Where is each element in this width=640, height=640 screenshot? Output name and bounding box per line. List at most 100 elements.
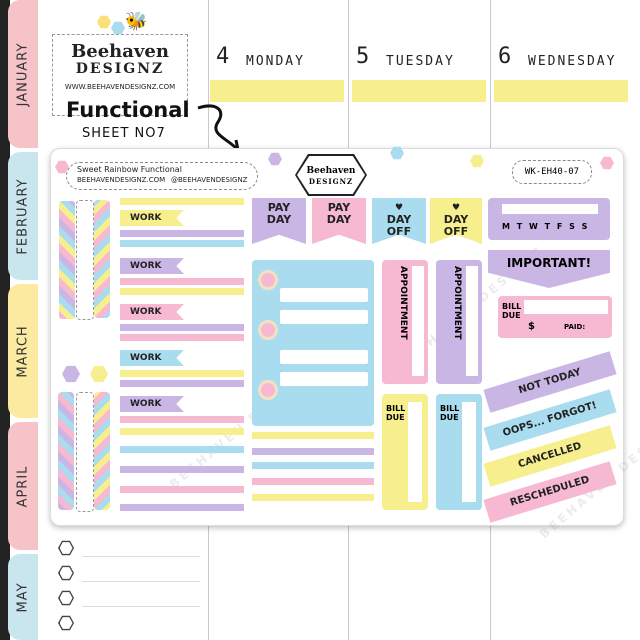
- write-in-box[interactable]: [466, 266, 478, 376]
- hexagon-sticker[interactable]: [90, 365, 108, 383]
- stripe-blue[interactable]: [120, 240, 244, 247]
- appointment-label: APPOINTMENT: [398, 266, 408, 340]
- blank-strip[interactable]: [76, 392, 94, 512]
- stripe-yellow[interactable]: [120, 198, 244, 205]
- tab-binding: [0, 0, 10, 640]
- tab-march[interactable]: MARCH: [8, 284, 38, 418]
- tab-april[interactable]: APRIL: [8, 422, 38, 550]
- stripe-purple[interactable]: [120, 504, 244, 511]
- hexagon-icon: [268, 152, 282, 166]
- hexagon-icon: [470, 154, 484, 168]
- work-flag[interactable]: WORK: [120, 210, 184, 226]
- stripe-yellow[interactable]: [120, 288, 244, 295]
- stripe-blue[interactable]: [120, 446, 244, 453]
- stripe-pink[interactable]: [120, 334, 244, 341]
- product-title: Functional: [66, 98, 190, 122]
- donut-icon: [258, 270, 278, 290]
- tab-january[interactable]: JANUARY: [8, 0, 38, 148]
- stripe-purple[interactable]: [120, 324, 244, 331]
- hexagon-sticker[interactable]: [90, 330, 108, 348]
- week-tracker-sticker[interactable]: M T W T F S S: [488, 198, 610, 240]
- stripe-purple[interactable]: [252, 448, 374, 455]
- stripe-yellow[interactable]: [252, 432, 374, 439]
- blank-strip[interactable]: [76, 200, 94, 320]
- stripe-yellow[interactable]: [120, 370, 244, 377]
- work-flag[interactable]: WORK: [120, 396, 184, 412]
- donut-icon: [258, 320, 278, 340]
- logo-line-2: DESIGNZ: [75, 61, 165, 77]
- paid-label: PAID:: [564, 323, 586, 331]
- stripe-blue[interactable]: [252, 462, 374, 469]
- day-number: 4: [216, 44, 230, 69]
- stripe-pink[interactable]: [120, 416, 244, 423]
- checkbox-hex[interactable]: [58, 565, 74, 581]
- checklist: [58, 540, 74, 640]
- banner-line: PAY: [267, 201, 291, 214]
- checkbox-hex[interactable]: [58, 540, 74, 556]
- sheet-logo-line-1: Beehaven: [306, 166, 356, 176]
- donut-box-sticker[interactable]: [252, 260, 374, 426]
- stripe-yellow[interactable]: [120, 428, 244, 435]
- tab-label: MAY: [15, 581, 31, 613]
- pattern-strip[interactable]: [94, 200, 110, 318]
- write-in-box[interactable]: [408, 402, 422, 502]
- hexagon-sticker[interactable]: [62, 365, 80, 383]
- day-band: [210, 80, 344, 102]
- hexagon-icon: [55, 160, 69, 174]
- write-in-box[interactable]: [280, 372, 368, 386]
- hexagon-icon: [111, 21, 125, 35]
- stripe-purple[interactable]: [120, 380, 244, 387]
- hexagon-icon: [97, 15, 111, 29]
- dollar-sign: $: [528, 321, 535, 332]
- stripe-purple[interactable]: [120, 230, 244, 237]
- write-in-box[interactable]: [462, 402, 476, 502]
- day-number: 6: [498, 44, 512, 69]
- banner-line: DAY: [266, 213, 292, 226]
- write-in-box[interactable]: [280, 350, 368, 364]
- sheet-label: Sweet Rainbow Functional BEEHAVENDESIGNZ…: [66, 162, 258, 190]
- tab-label: FEBRUARY: [15, 177, 31, 255]
- bee-icon: 🐝: [125, 11, 148, 32]
- appointment-sticker[interactable]: APPOINTMENT: [436, 260, 482, 384]
- checkbox-hex[interactable]: [58, 590, 74, 606]
- work-flag[interactable]: WORK: [120, 350, 184, 366]
- pattern-strip[interactable]: [94, 392, 110, 510]
- stripe-pink[interactable]: [120, 486, 244, 493]
- pattern-strip[interactable]: [58, 200, 76, 320]
- appointment-sticker[interactable]: APPOINTMENT: [382, 260, 428, 384]
- tab-february[interactable]: FEBRUARY: [8, 152, 38, 280]
- write-in-box[interactable]: [524, 300, 608, 314]
- day-band: [494, 80, 628, 102]
- write-in-box[interactable]: [280, 288, 368, 302]
- stripe-pink[interactable]: [252, 478, 374, 485]
- day-off-banner[interactable]: ♥ DAY OFF: [430, 198, 482, 244]
- tab-label: JANUARY: [15, 42, 31, 106]
- checkbox-hex[interactable]: [58, 615, 74, 631]
- write-in-box[interactable]: [412, 266, 424, 376]
- write-in-box[interactable]: [280, 310, 368, 324]
- hexagon-icon: [600, 156, 614, 170]
- hexagon-icon: [390, 146, 404, 160]
- work-flag[interactable]: WORK: [120, 304, 184, 320]
- hexagon-sticker[interactable]: [62, 330, 80, 348]
- tab-may[interactable]: MAY: [8, 554, 38, 640]
- banner-line: PAY: [327, 201, 351, 214]
- day-header-tuesday: 5 TUESDAY: [350, 44, 488, 80]
- product-subtitle: SHEET NO7: [82, 126, 166, 141]
- stripe-yellow[interactable]: [252, 494, 374, 501]
- pattern-strip[interactable]: [58, 392, 74, 510]
- stripe-pink[interactable]: [120, 278, 244, 285]
- sheet-logo-line-2: DESIGNZ: [308, 177, 354, 186]
- heart-icon: ♥: [451, 203, 461, 213]
- logo-line-1: Beehaven: [71, 41, 169, 62]
- write-in-box[interactable]: [502, 204, 598, 214]
- stripe-purple[interactable]: [120, 466, 244, 473]
- day-header-wednesday: 6 WEDNESDAY: [492, 44, 640, 80]
- rule-line: [82, 581, 200, 582]
- work-flag[interactable]: WORK: [120, 258, 184, 274]
